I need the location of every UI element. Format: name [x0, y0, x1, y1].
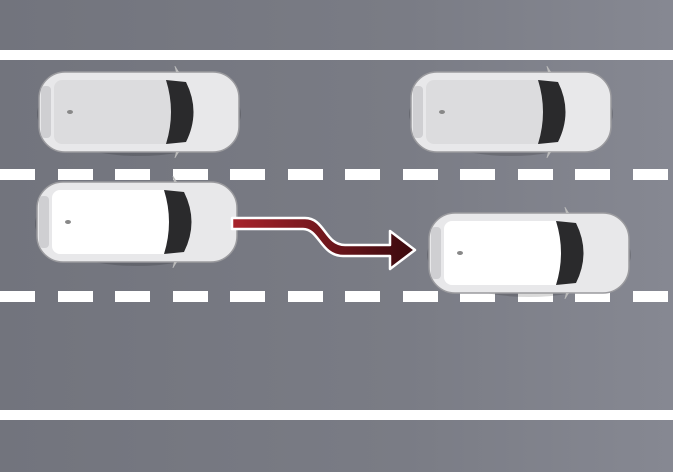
lane-dash: [57, 291, 93, 302]
lane-dash: [575, 291, 610, 302]
lane-dash: [230, 169, 265, 180]
lane-dash: [345, 169, 380, 180]
lane-dash: [172, 169, 208, 180]
lane-dash: [345, 291, 380, 302]
lane-change-arrow-icon: [230, 216, 417, 271]
lane-dash: [460, 169, 495, 180]
car-top-left: [36, 66, 242, 158]
solid-lane-line-top: [0, 50, 673, 60]
lane-dash: [632, 169, 668, 180]
car-top-view-icon: [35, 176, 239, 268]
lane-dash: [172, 291, 208, 302]
lane-dash: [517, 169, 553, 180]
lane-dash: [575, 169, 610, 180]
lane-dash: [402, 291, 438, 302]
lane-dash: [57, 169, 93, 180]
car-top-right: [408, 66, 614, 158]
target-car: [426, 207, 632, 299]
lane-dash: [230, 291, 265, 302]
lane-dash: [0, 291, 35, 302]
lane-dash: [402, 169, 438, 180]
solid-lane-line-bottom: [0, 410, 673, 420]
lane-dash: [287, 169, 323, 180]
lane-dash: [517, 291, 553, 302]
car-top-view-icon: [427, 207, 631, 299]
lane-dash: [115, 291, 150, 302]
ego-car: [34, 176, 240, 268]
car-top-view-icon: [37, 66, 241, 158]
car-top-view-icon: [409, 66, 613, 158]
lane-dash: [115, 169, 150, 180]
lane-dash: [460, 291, 495, 302]
lane-dash: [287, 291, 323, 302]
lane-dash: [632, 291, 668, 302]
lane-dash: [0, 169, 35, 180]
